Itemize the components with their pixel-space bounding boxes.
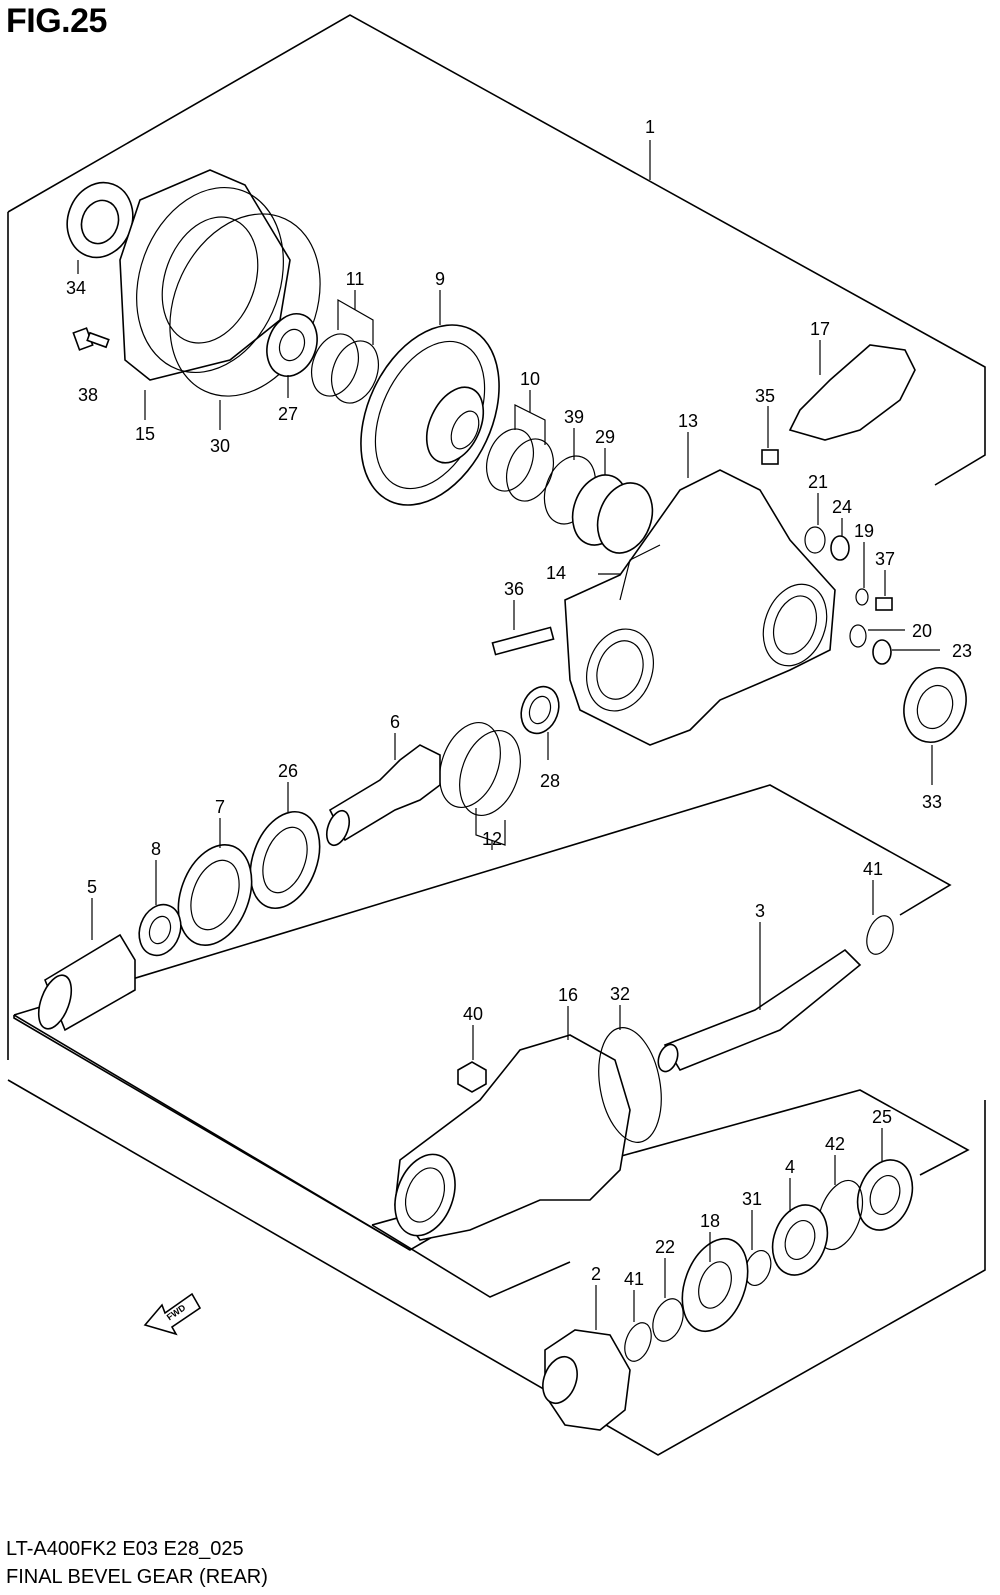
part-41-circlip-lower xyxy=(624,1290,652,1362)
part-17-boot xyxy=(788,340,916,441)
part-41-circlip-upper xyxy=(866,880,894,955)
callout-30: 30 xyxy=(210,436,230,456)
callout-26: 26 xyxy=(278,761,298,781)
callout-7: 7 xyxy=(215,797,225,817)
part-9-bevel-gear xyxy=(360,290,500,506)
figure-caption: FINAL BEVEL GEAR (REAR) xyxy=(6,1566,268,1588)
part-26-bearing xyxy=(249,782,321,910)
part-32-o-ring xyxy=(598,1005,662,1143)
part-3-propeller-shaft xyxy=(657,922,862,1073)
callout-37: 37 xyxy=(875,549,895,569)
callout-16: 16 xyxy=(558,985,578,1005)
callout-19: 19 xyxy=(854,521,874,541)
callout-5: 5 xyxy=(87,877,97,897)
model-code: LT-A400FK2 E03 E28_025 xyxy=(6,1538,244,1560)
callout-24: 24 xyxy=(832,497,852,517)
callout-3: 3 xyxy=(755,901,765,921)
part-10-shims xyxy=(486,390,554,502)
callout-31: 31 xyxy=(742,1189,762,1209)
callout-11: 11 xyxy=(346,269,365,289)
callout-41: 41 xyxy=(863,859,883,879)
callout-12: 12 xyxy=(482,829,502,849)
part-22-washer xyxy=(652,1258,684,1342)
callout-14: 14 xyxy=(546,563,566,583)
part-37-bolt xyxy=(875,570,893,611)
callout-39: 39 xyxy=(564,407,584,427)
callout-22: 22 xyxy=(655,1237,675,1257)
callout-27: 27 xyxy=(278,404,298,424)
part-42-circlip xyxy=(816,1155,864,1251)
part-25-bearing xyxy=(856,1128,914,1231)
callout-28: 28 xyxy=(540,771,560,791)
part-13-gear-case xyxy=(564,432,836,746)
part-5-sleeve xyxy=(37,898,136,1032)
part-7-bearing xyxy=(177,818,253,947)
callout-41: 41 xyxy=(624,1269,644,1289)
subframe-housing-bottom xyxy=(371,1224,571,1298)
callout-8: 8 xyxy=(151,839,161,859)
part-18-dust-cover xyxy=(681,1232,749,1333)
part-6-bevel-pinion xyxy=(325,733,441,847)
callout-18: 18 xyxy=(700,1211,720,1231)
part-23-plug xyxy=(872,639,940,665)
figure-title: FIG.25 xyxy=(6,2,107,40)
callout-23: 23 xyxy=(952,641,972,661)
callout-34: 34 xyxy=(66,278,86,298)
callout-9: 9 xyxy=(435,269,445,289)
callout-25: 25 xyxy=(872,1107,892,1127)
part-16-final-drive-housing xyxy=(394,1006,631,1241)
part-33-oil-seal xyxy=(903,667,967,785)
part-24-plug xyxy=(830,518,850,561)
part-14-breather xyxy=(598,544,661,601)
callout-21: 21 xyxy=(808,472,828,492)
callout-13: 13 xyxy=(678,411,698,431)
callout-36: 36 xyxy=(504,579,524,599)
part-35-clamp xyxy=(761,406,779,465)
part-19-gasket xyxy=(855,542,869,606)
callout-10: 10 xyxy=(520,369,540,389)
part-15-case-cover xyxy=(119,169,291,420)
fwd-arrow-icon: FWD xyxy=(143,1292,202,1336)
part-34-oil-seal xyxy=(66,181,134,274)
part-38-bolt xyxy=(72,327,110,351)
part-29-bearing xyxy=(571,448,654,554)
callout-17: 17 xyxy=(810,319,830,339)
assembly-frame-bottom xyxy=(7,1079,986,1456)
callout-35: 35 xyxy=(755,386,775,406)
callout-15: 15 xyxy=(135,424,155,444)
callout-6: 6 xyxy=(390,712,400,732)
part-21-washer xyxy=(804,493,826,554)
part-2-joint xyxy=(542,1285,631,1431)
subframe-pinion-left xyxy=(13,784,952,1016)
callout-40: 40 xyxy=(463,1004,483,1024)
callout-32: 32 xyxy=(610,984,630,1004)
callouts: 1234567891011121314151617181920212223242… xyxy=(66,117,972,1289)
part-11-shims xyxy=(311,290,379,404)
part-12-shims xyxy=(439,721,521,850)
part-36-stud xyxy=(491,600,555,656)
callout-33: 33 xyxy=(922,792,942,812)
callout-20: 20 xyxy=(912,621,932,641)
callout-2: 2 xyxy=(591,1264,601,1284)
callout-38: 38 xyxy=(78,385,98,405)
part-8-spacer xyxy=(138,860,182,957)
part-4-oil-seal xyxy=(771,1178,829,1276)
part-28-needle-bearing xyxy=(520,685,560,760)
part-27-bearing xyxy=(266,313,318,398)
part-40-nut xyxy=(457,1025,487,1093)
part-20-gasket xyxy=(849,624,905,648)
callout-29: 29 xyxy=(595,427,615,447)
callout-4: 4 xyxy=(785,1157,795,1177)
callout-1: 1 xyxy=(645,117,655,137)
assembly-frame xyxy=(7,14,986,486)
callout-42: 42 xyxy=(825,1134,845,1154)
